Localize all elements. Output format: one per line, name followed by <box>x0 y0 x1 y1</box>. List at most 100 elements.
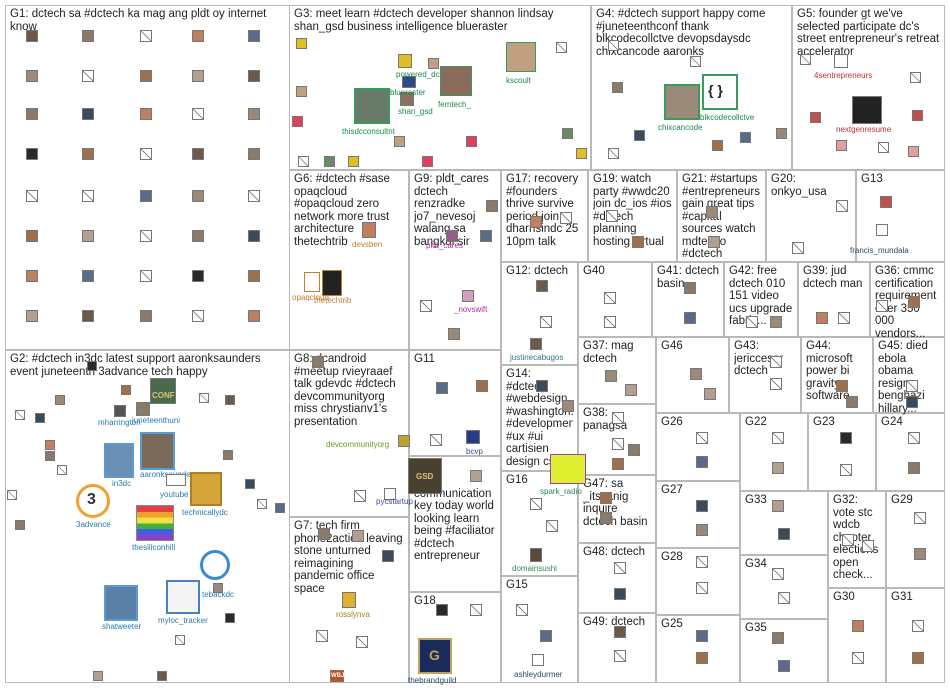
g2-avatar-node[interactable] <box>45 440 55 450</box>
node-gsd-logo[interactable] <box>408 458 442 494</box>
g1-avatar-node[interactable] <box>26 148 38 160</box>
small-group-node[interactable] <box>470 604 482 616</box>
g1-avatar-node[interactable] <box>140 270 152 282</box>
g1-avatar-node[interactable] <box>192 230 204 242</box>
g1-avatar-node[interactable] <box>26 190 38 202</box>
g1-avatar-node[interactable] <box>26 108 38 120</box>
g1-avatar-node[interactable] <box>82 190 94 202</box>
g1-avatar-node[interactable] <box>248 310 260 322</box>
node-thesiliconhill[interactable] <box>136 505 174 541</box>
g1-avatar-node[interactable] <box>26 270 38 282</box>
small-group-node[interactable] <box>536 280 548 292</box>
small-group-node[interactable] <box>912 620 924 632</box>
small-group-node[interactable] <box>908 296 920 308</box>
small-group-node[interactable] <box>816 312 828 324</box>
g1-avatar-node[interactable] <box>192 270 204 282</box>
small-group-node[interactable] <box>770 316 782 328</box>
g2-avatar-node[interactable] <box>7 490 17 500</box>
small-group-node[interactable] <box>614 588 626 600</box>
node-francis-mundala[interactable] <box>876 224 888 236</box>
g3-avatar-node[interactable] <box>466 136 477 147</box>
g2-avatar-node[interactable] <box>15 520 25 530</box>
g1-avatar-node[interactable] <box>140 230 152 242</box>
small-group-node[interactable] <box>696 582 708 594</box>
node-thebrandguild[interactable] <box>418 638 452 674</box>
small-group-node[interactable] <box>914 512 926 524</box>
small-group-node[interactable] <box>876 300 888 312</box>
small-group-node[interactable] <box>628 444 640 456</box>
small-group-node[interactable] <box>436 382 448 394</box>
g2-avatar-node[interactable] <box>175 635 185 645</box>
node-technicallydc[interactable] <box>190 472 222 506</box>
g1-avatar-node[interactable] <box>192 70 204 82</box>
g1-avatar-node[interactable] <box>248 30 260 42</box>
g1-avatar-node[interactable] <box>248 108 260 120</box>
g1-avatar-node[interactable] <box>140 310 152 322</box>
small-group-node[interactable] <box>540 630 552 642</box>
small-group-node[interactable] <box>530 498 542 510</box>
small-group-node[interactable] <box>352 530 364 542</box>
g2-avatar-node[interactable] <box>275 503 285 513</box>
small-group-node[interactable] <box>318 528 330 540</box>
small-group-node[interactable] <box>562 400 574 412</box>
small-group-node[interactable] <box>836 380 848 392</box>
node-pycstartup[interactable] <box>384 488 396 500</box>
g3-avatar-node[interactable] <box>292 116 303 127</box>
node-aaronksaunders[interactable] <box>140 432 175 470</box>
node-thetechtrib[interactable] <box>322 270 342 296</box>
small-group-node[interactable] <box>696 432 708 444</box>
small-group-node[interactable] <box>540 316 552 328</box>
g1-avatar-node[interactable] <box>26 310 38 322</box>
small-group-node[interactable] <box>605 370 617 382</box>
small-group-node[interactable] <box>536 380 548 392</box>
small-group-node[interactable] <box>430 434 442 446</box>
g2-avatar-node[interactable] <box>223 450 233 460</box>
node-nextgenresume[interactable] <box>852 96 882 124</box>
small-group-node[interactable] <box>914 548 926 560</box>
node-wbj[interactable] <box>330 670 344 682</box>
g3-avatar-node[interactable] <box>298 156 309 167</box>
g3-avatar-node[interactable] <box>296 38 307 49</box>
g1-avatar-node[interactable] <box>26 230 38 242</box>
node-juneteenthuni[interactable] <box>136 402 150 416</box>
g2-avatar-node[interactable] <box>199 393 209 403</box>
small-group-node[interactable] <box>908 462 920 474</box>
g4-avatar-node[interactable] <box>634 130 645 141</box>
small-group-node[interactable] <box>606 210 618 222</box>
small-group-node[interactable] <box>770 356 782 368</box>
small-group-node[interactable] <box>604 292 616 304</box>
small-group-node[interactable] <box>356 636 368 648</box>
node-4sentrepreneurs[interactable] <box>834 54 848 68</box>
g2-avatar-node[interactable] <box>87 361 97 371</box>
g4-avatar-node[interactable] <box>608 148 619 159</box>
node-spark-radio[interactable] <box>550 454 586 484</box>
g4-avatar-node[interactable] <box>612 82 623 93</box>
g1-avatar-node[interactable] <box>82 230 94 242</box>
g1-avatar-node[interactable] <box>248 230 260 242</box>
small-group-node[interactable] <box>600 512 612 524</box>
small-group-node[interactable] <box>476 380 488 392</box>
g3-avatar-node[interactable] <box>556 42 567 53</box>
node-shan-gsd[interactable] <box>400 92 414 106</box>
small-group-node[interactable] <box>696 556 708 568</box>
small-group-node[interactable] <box>906 380 918 392</box>
small-group-node[interactable] <box>772 462 784 474</box>
g1-avatar-node[interactable] <box>82 270 94 282</box>
node-conf[interactable] <box>150 378 176 404</box>
small-group-node[interactable] <box>486 200 498 212</box>
g1-avatar-node[interactable] <box>82 310 94 322</box>
node-youtube[interactable] <box>166 474 186 486</box>
node-devsben[interactable] <box>362 222 376 238</box>
small-group-node[interactable] <box>912 652 924 664</box>
g13-avatar-node[interactable] <box>880 196 892 208</box>
node-3advance[interactable] <box>76 484 110 518</box>
node-kscoult[interactable] <box>506 42 536 72</box>
g3-avatar-node[interactable] <box>394 136 405 147</box>
node-powered-dc[interactable] <box>398 54 412 68</box>
g4-avatar-node[interactable] <box>608 40 619 51</box>
small-group-node[interactable] <box>772 500 784 512</box>
small-group-node[interactable] <box>690 368 702 380</box>
g2-avatar-node[interactable] <box>257 499 267 509</box>
small-group-node[interactable] <box>560 212 572 224</box>
small-group-node[interactable] <box>778 528 790 540</box>
